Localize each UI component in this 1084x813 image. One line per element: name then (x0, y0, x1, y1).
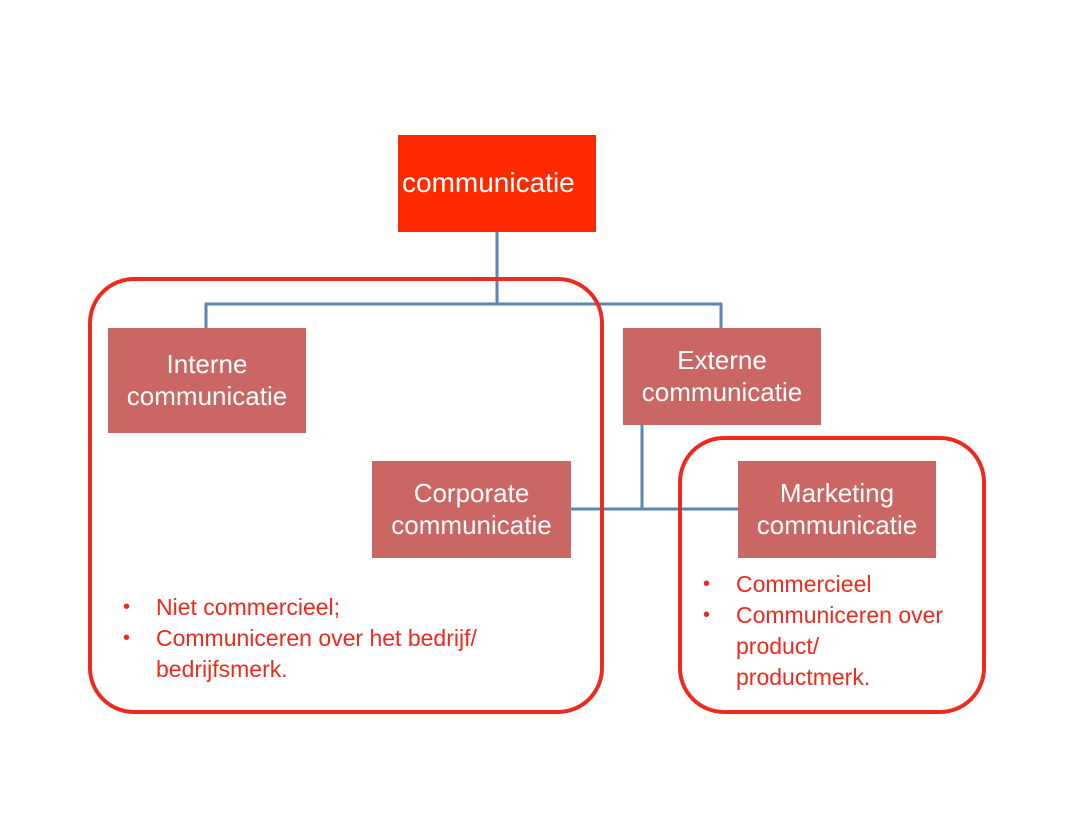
node-label-line: communicatie (641, 376, 803, 407)
node-label-line: communicatie (126, 380, 288, 411)
internal-corporate-bullet-list: Niet commercieel; Communiceren over het … (120, 592, 560, 685)
bullet-item: Communiceren over (700, 600, 980, 631)
node-label-line: communicatie (756, 509, 918, 540)
bullet-item: Niet commercieel; (120, 592, 560, 623)
node-label-line: communicatie (402, 167, 575, 199)
node-label-line: communicatie (391, 509, 552, 540)
marketing-group-frame (678, 436, 986, 714)
node-marketing-communicatie: Marketing communicatie (738, 461, 936, 558)
node-communicatie: communicatie (398, 135, 596, 232)
bullet-item: Commercieel (700, 569, 980, 600)
internal-corporate-group-frame (88, 277, 604, 714)
node-interne-communicatie: Interne communicatie (108, 328, 306, 433)
node-corporate-communicatie: Corporate communicatie (372, 461, 571, 558)
bullet-item-continuation: productmerk. (736, 664, 871, 690)
node-label-line: Interne (166, 348, 248, 379)
bullet-item: Communiceren over het bedrijf/ (120, 623, 560, 654)
node-externe-communicatie: Externe communicatie (623, 328, 821, 425)
marketing-bullet-list: Commercieel Communiceren over product/ p… (700, 569, 980, 693)
bullet-item-continuation: product/ (736, 633, 820, 659)
bullet-item-continuation: bedrijfsmerk. (156, 656, 288, 682)
node-label-line: Marketing (779, 477, 895, 508)
node-label-line: Corporate (413, 477, 530, 508)
node-label-line: Externe (677, 344, 767, 375)
